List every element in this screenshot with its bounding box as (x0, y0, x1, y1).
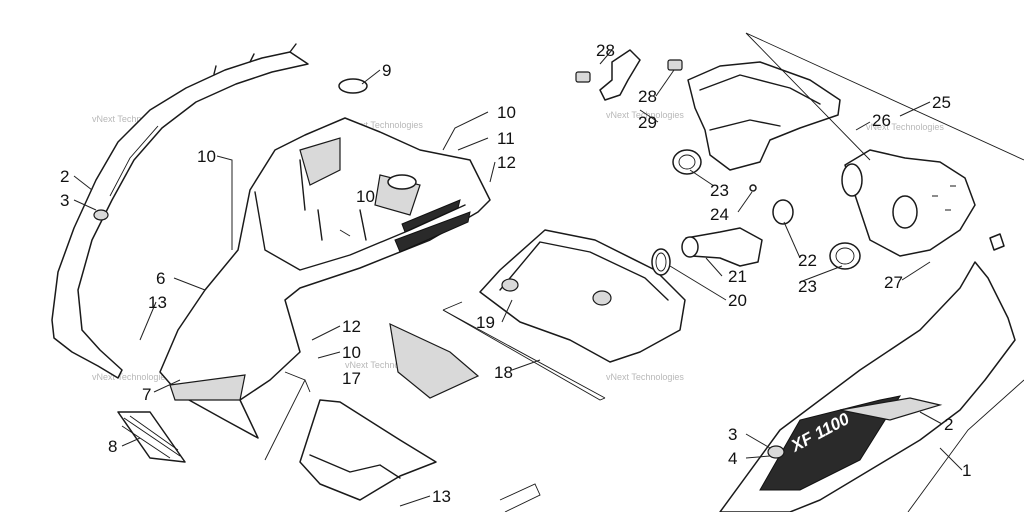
callout-1: 1 (962, 461, 971, 480)
callout-2-left: 2 (60, 167, 69, 186)
hood-nose (159, 78, 491, 439)
callout-27: 27 (884, 273, 903, 292)
callout-28-a: 28 (596, 41, 615, 60)
leader-lines (73, 49, 963, 507)
callout-21: 21 (728, 267, 747, 286)
callout-26: 26 (872, 111, 891, 130)
right-housing (745, 32, 1024, 257)
callout-17: 17 (342, 369, 361, 388)
callout-12-b: 12 (342, 317, 361, 336)
airbox (442, 229, 686, 401)
callout-3-left: 3 (60, 191, 69, 210)
callout-6: 6 (156, 269, 165, 288)
callout-25: 25 (932, 93, 951, 112)
watermark-1: vNext Technologies (92, 114, 170, 124)
callout-12-a: 12 (497, 153, 516, 172)
watermark-7: vNext Technologies (606, 372, 684, 382)
callout-3-right: 3 (728, 425, 737, 444)
intake-ducts (651, 149, 861, 276)
callout-29: 29 (638, 113, 657, 132)
callout-10-b: 10 (497, 103, 516, 122)
intake-housing (575, 49, 841, 171)
callout-11: 11 (497, 129, 515, 148)
windshield-piece (389, 322, 480, 399)
callout-9: 9 (382, 61, 391, 80)
callout-4: 4 (728, 449, 737, 468)
watermark-2: vNext Technologies (345, 120, 423, 130)
callout-23-a: 23 (710, 181, 729, 200)
callout-22: 22 (798, 251, 817, 270)
watermark-5: vNext Technologies (92, 372, 170, 382)
watermark-3: vNext Technologies (606, 110, 684, 120)
watermark-6: vNext Technologies (345, 360, 423, 370)
grille (117, 411, 186, 463)
callout-24: 24 (710, 205, 729, 224)
callout-10-a: 10 (197, 147, 216, 166)
callout-10-d: 10 (342, 343, 361, 362)
left-side-panel (51, 43, 309, 379)
right-side-panel: XF 1100 (719, 261, 1024, 512)
callout-23-b: 23 (798, 277, 817, 296)
frame-lines (442, 309, 606, 512)
callout-2-right: 2 (944, 415, 953, 434)
callout-13-a: 13 (148, 293, 167, 312)
callouts: 2 3 9 10 10 11 12 10 6 13 12 10 17 7 8 1… (60, 41, 971, 506)
callout-20: 20 (728, 291, 747, 310)
callout-13-b: 13 (432, 487, 451, 506)
callout-19: 19 (476, 313, 495, 332)
watermark-4: vNext Technologies (866, 122, 944, 132)
callout-8: 8 (108, 437, 117, 456)
callout-18: 18 (494, 363, 513, 382)
belly-pan (264, 371, 437, 501)
callout-10-c: 10 (356, 187, 375, 206)
callout-7: 7 (142, 385, 151, 404)
callout-28-b: 28 (638, 87, 657, 106)
